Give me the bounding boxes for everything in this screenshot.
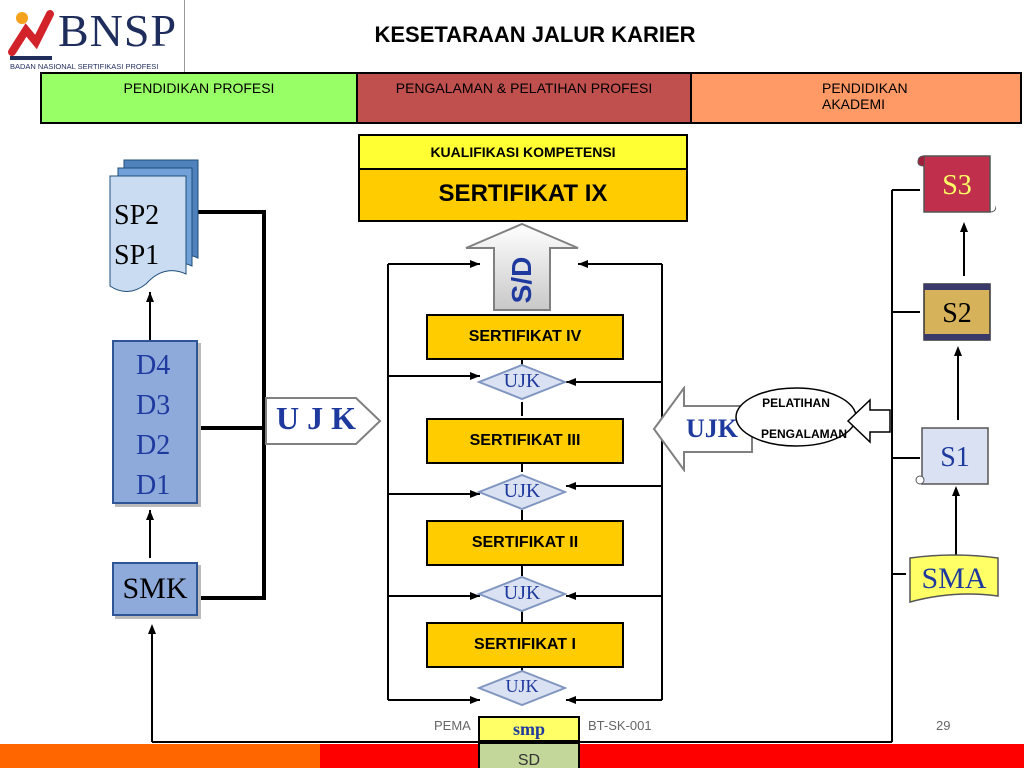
ujk-label-4: UJK xyxy=(505,676,539,696)
footer-bar-orange xyxy=(0,744,320,768)
sertifikat-iv-label: SERTIFIKAT IV xyxy=(468,328,582,345)
s1-label: S1 xyxy=(940,442,970,473)
s3-scroll xyxy=(917,155,996,213)
sp1-label: SP1 xyxy=(114,240,160,271)
diploma-box: D4 D3 D2 D1 xyxy=(112,340,198,504)
d3-label: D3 xyxy=(136,390,171,421)
sertifikat-iii-label: SERTIFIKAT III xyxy=(469,432,581,449)
footer-left-text: PEMA xyxy=(434,718,471,733)
d2-label: D2 xyxy=(136,430,171,461)
sertifikat-i: SERTIFIKAT I xyxy=(426,622,624,668)
header-col3-label: PENDIDIKAN AKADEMI xyxy=(822,80,908,112)
sp-document-stack xyxy=(109,159,199,292)
footer-right-text: BT-SK-001 xyxy=(588,718,652,733)
sertifikat-i-label: SERTIFIKAT I xyxy=(474,636,576,653)
sma-banner xyxy=(909,554,999,603)
bnsp-emblem-icon xyxy=(8,10,54,60)
logo-divider xyxy=(184,0,185,72)
header-pengalaman: PENGALAMAN & PELATIHAN PROFESI xyxy=(356,72,692,124)
ujk-big-label: U J K xyxy=(276,400,356,436)
pengalaman-label: PENGALAMAN xyxy=(761,427,847,441)
ujk-left-label: UJK xyxy=(686,414,738,443)
header-pendidikan-akademi: PENDIDIKAN AKADEMI xyxy=(690,72,1022,124)
smk-label: SMK xyxy=(122,572,188,605)
pelatihan-label: PELATIHAN xyxy=(762,396,830,410)
smp-box: smp xyxy=(478,716,580,742)
header-col2-label: PENGALAMAN & PELATIHAN PROFESI xyxy=(395,80,653,96)
sp2-label: SP2 xyxy=(114,200,160,231)
ujk-diamond-4 xyxy=(477,670,567,706)
qualification-box: KUALIFIKASI KOMPETENSI SERTIFIKAT IX xyxy=(358,134,688,222)
sertifikat-ii-label: SERTIFIKAT II xyxy=(471,534,579,551)
header-col1-label: PENDIDIKAN PROFESI xyxy=(123,80,275,96)
qualification-label: KUALIFIKASI KOMPETENSI xyxy=(360,136,686,170)
ujk-label-3: UJK xyxy=(503,582,541,604)
d4-label: D4 xyxy=(136,350,171,381)
bnsp-logo: BNSP BADAN NASIONAL SERTIFIKASI PROFESI xyxy=(4,4,184,72)
sertifikat-iv: SERTIFIKAT IV xyxy=(426,314,624,360)
sertifikat-ii: SERTIFIKAT II xyxy=(426,520,624,566)
s2-label: S2 xyxy=(942,298,972,329)
ujk-right-arrow xyxy=(265,397,382,445)
sp-labels: SP2 SP1 xyxy=(114,196,190,276)
d1-label: D1 xyxy=(136,470,171,501)
sd-box: SD xyxy=(478,742,580,768)
s2-scroll xyxy=(923,283,991,341)
ujk-diamond-3 xyxy=(477,576,567,612)
footer-bar-red xyxy=(320,744,1024,768)
smp-label: smp xyxy=(512,719,545,739)
sertifikat-iii: SERTIFIKAT III xyxy=(426,418,624,464)
sd-box-label: SD xyxy=(517,752,541,768)
ujk-diamond-2 xyxy=(477,474,567,510)
s1-scroll xyxy=(915,427,989,485)
smk-box: SMK xyxy=(112,562,198,616)
ujk-label-1: UJK xyxy=(503,370,541,392)
sma-label: SMA xyxy=(921,562,987,595)
bnsp-subtitle: BADAN NASIONAL SERTIFIKASI PROFESI xyxy=(10,62,159,71)
sd-up-arrow xyxy=(465,222,579,311)
small-left-arrow xyxy=(846,398,891,444)
sertifikat-ix-label: SERTIFIKAT IX xyxy=(438,180,608,207)
ujk-diamond-1 xyxy=(477,364,567,400)
ujk-label-2: UJK xyxy=(503,480,541,502)
sd-label: S/D xyxy=(506,256,537,304)
s3-label: S3 xyxy=(942,170,972,201)
bnsp-name: BNSP xyxy=(58,5,178,56)
page-title: KESETARAAN JALUR KARIER xyxy=(374,22,696,47)
page-number: 29 xyxy=(936,718,951,733)
